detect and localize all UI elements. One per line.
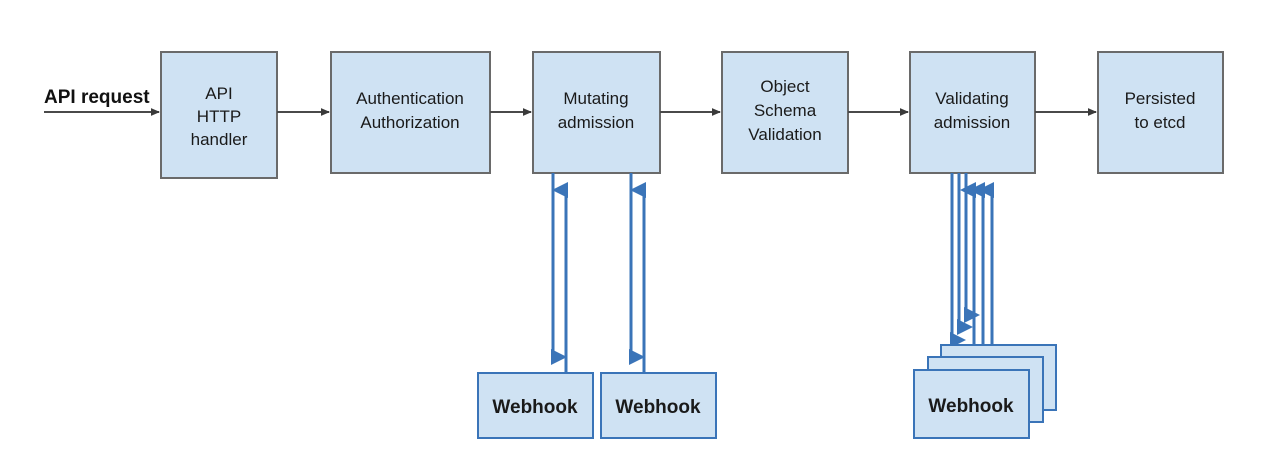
validating-webhook-stack[interactable]: Webhook (913, 344, 1057, 439)
node-validating-admission[interactable]: Validating admission (909, 51, 1036, 174)
mutating-webhook-1-label: Webhook (492, 397, 578, 418)
object-schema-line-2: Schema (754, 101, 817, 120)
api-request-entry: API request (44, 87, 160, 116)
persisted-to-etcd-line-2: to etcd (1134, 113, 1185, 132)
mutating-admission-box[interactable] (532, 51, 661, 174)
validating-webhook-front-label: Webhook (928, 396, 1014, 417)
node-mutating-admission[interactable]: Mutating admission (532, 51, 661, 174)
authentication-line-2: Authorization (360, 113, 459, 132)
mutating-webhook-connectors (551, 173, 646, 373)
persisted-to-etcd-box[interactable] (1097, 51, 1224, 174)
node-api-http-handler[interactable]: API HTTP handler (160, 51, 278, 179)
validating-admission-line-1: Validating (935, 89, 1008, 108)
api-request-label: API request (44, 87, 150, 108)
node-object-schema-validation[interactable]: Object Schema Validation (721, 51, 849, 174)
validating-admission-line-2: admission (934, 113, 1011, 132)
mutating-admission-line-2: admission (558, 113, 635, 132)
validating-webhook-connectors (950, 173, 994, 373)
mutating-webhook-2-label: Webhook (615, 397, 701, 418)
mutating-webhook-2[interactable]: Webhook (600, 372, 717, 439)
mutating-webhook-1-box[interactable] (477, 372, 594, 439)
mutating-webhook-2-box[interactable] (600, 372, 717, 439)
object-schema-line-1: Object (760, 77, 809, 96)
mutating-admission-line-1: Mutating (563, 89, 628, 108)
api-http-handler-line-2: HTTP (197, 107, 241, 126)
authentication-box[interactable] (330, 51, 491, 174)
authentication-line-1: Authentication (356, 89, 464, 108)
node-authentication-authorization[interactable]: Authentication Authorization (330, 51, 491, 174)
mutating-webhook-1[interactable]: Webhook (477, 372, 594, 439)
api-http-handler-box[interactable] (160, 51, 278, 179)
api-http-handler-line-1: API (205, 84, 232, 103)
persisted-to-etcd-line-1: Persisted (1125, 89, 1196, 108)
validating-webhook-front-box[interactable] (913, 369, 1030, 439)
object-schema-validation-box[interactable] (721, 51, 849, 174)
api-http-handler-line-3: handler (191, 130, 248, 149)
node-persisted-to-etcd[interactable]: Persisted to etcd (1097, 51, 1224, 174)
object-schema-line-3: Validation (748, 125, 821, 144)
